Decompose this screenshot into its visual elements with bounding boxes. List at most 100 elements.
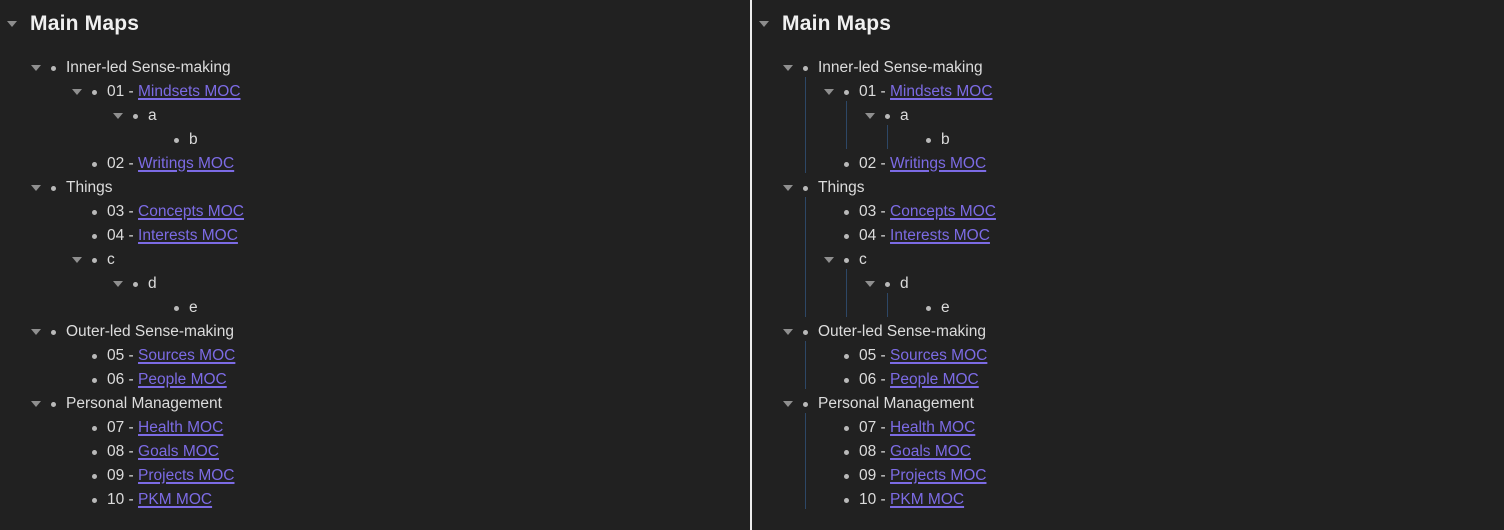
internal-link[interactable]: Concepts MOC <box>138 203 244 220</box>
collapse-arrow-icon[interactable] <box>108 272 128 296</box>
list-item[interactable]: Inner-led Sense-making <box>752 56 1504 80</box>
list-item[interactable]: b <box>0 128 750 152</box>
bullet-icon[interactable] <box>87 224 101 248</box>
collapse-arrow-icon[interactable] <box>778 392 798 416</box>
internal-link[interactable]: Health MOC <box>890 419 976 436</box>
bullet-icon[interactable] <box>839 368 853 392</box>
internal-link[interactable]: Concepts MOC <box>890 203 996 220</box>
list-item[interactable]: Personal Management <box>0 392 750 416</box>
list-item[interactable]: 10 - PKM MOC <box>0 488 750 512</box>
list-item[interactable]: d <box>0 272 750 296</box>
list-item[interactable]: 03 - Concepts MOC <box>752 200 1504 224</box>
heading-collapse-arrow-icon[interactable] <box>754 10 774 38</box>
bullet-icon[interactable] <box>921 128 935 152</box>
bullet-icon[interactable] <box>839 152 853 176</box>
bullet-icon[interactable] <box>839 344 853 368</box>
pane-divider[interactable] <box>750 0 752 530</box>
list-item[interactable]: 04 - Interests MOC <box>0 224 750 248</box>
list-item[interactable]: a <box>752 104 1504 128</box>
bullet-icon[interactable] <box>87 344 101 368</box>
bullet-icon[interactable] <box>839 488 853 512</box>
bullet-icon[interactable] <box>798 392 812 416</box>
bullet-icon[interactable] <box>169 128 183 152</box>
collapse-arrow-icon[interactable] <box>26 392 46 416</box>
list-item[interactable]: 06 - People MOC <box>0 368 750 392</box>
collapse-arrow-icon[interactable] <box>67 248 87 272</box>
internal-link[interactable]: Interests MOC <box>890 227 990 244</box>
bullet-icon[interactable] <box>46 320 60 344</box>
list-item[interactable]: 10 - PKM MOC <box>752 488 1504 512</box>
list-item[interactable]: 09 - Projects MOC <box>752 464 1504 488</box>
list-item[interactable]: 09 - Projects MOC <box>0 464 750 488</box>
bullet-icon[interactable] <box>798 320 812 344</box>
bullet-icon[interactable] <box>169 296 183 320</box>
list-item[interactable]: 05 - Sources MOC <box>0 344 750 368</box>
internal-link[interactable]: Writings MOC <box>890 155 987 172</box>
bullet-icon[interactable] <box>839 248 853 272</box>
internal-link[interactable]: Health MOC <box>138 419 224 436</box>
list-item[interactable]: 04 - Interests MOC <box>752 224 1504 248</box>
internal-link[interactable]: Projects MOC <box>890 467 987 484</box>
bullet-icon[interactable] <box>839 200 853 224</box>
list-item[interactable]: 07 - Health MOC <box>752 416 1504 440</box>
bullet-icon[interactable] <box>46 392 60 416</box>
list-item[interactable]: 02 - Writings MOC <box>0 152 750 176</box>
internal-link[interactable]: Sources MOC <box>890 347 988 364</box>
list-item[interactable]: Personal Management <box>752 392 1504 416</box>
list-item[interactable]: Things <box>0 176 750 200</box>
bullet-icon[interactable] <box>839 224 853 248</box>
collapse-arrow-icon[interactable] <box>67 80 87 104</box>
list-item[interactable]: 03 - Concepts MOC <box>0 200 750 224</box>
collapse-arrow-icon[interactable] <box>778 176 798 200</box>
bullet-icon[interactable] <box>128 272 142 296</box>
bullet-icon[interactable] <box>87 368 101 392</box>
bullet-icon[interactable] <box>880 272 894 296</box>
internal-link[interactable]: PKM MOC <box>890 491 965 508</box>
internal-link[interactable]: Mindsets MOC <box>890 83 993 100</box>
collapse-arrow-icon[interactable] <box>26 56 46 80</box>
collapse-arrow-icon[interactable] <box>108 104 128 128</box>
heading-collapse-arrow-icon[interactable] <box>2 10 22 38</box>
list-item[interactable]: e <box>0 296 750 320</box>
list-item[interactable]: e <box>752 296 1504 320</box>
bullet-icon[interactable] <box>87 80 101 104</box>
bullet-icon[interactable] <box>46 176 60 200</box>
internal-link[interactable]: Sources MOC <box>138 347 236 364</box>
bullet-icon[interactable] <box>921 296 935 320</box>
collapse-arrow-icon[interactable] <box>778 320 798 344</box>
list-item[interactable]: 05 - Sources MOC <box>752 344 1504 368</box>
internal-link[interactable]: People MOC <box>138 371 227 388</box>
bullet-icon[interactable] <box>87 464 101 488</box>
internal-link[interactable]: Writings MOC <box>138 155 235 172</box>
internal-link[interactable]: Goals MOC <box>890 443 971 460</box>
collapse-arrow-icon[interactable] <box>860 104 880 128</box>
list-item[interactable]: 08 - Goals MOC <box>0 440 750 464</box>
list-item[interactable]: Outer-led Sense-making <box>0 320 750 344</box>
list-item[interactable]: a <box>0 104 750 128</box>
list-item[interactable]: 01 - Mindsets MOC <box>0 80 750 104</box>
list-item[interactable]: 01 - Mindsets MOC <box>752 80 1504 104</box>
internal-link[interactable]: Projects MOC <box>138 467 235 484</box>
bullet-icon[interactable] <box>87 440 101 464</box>
bullet-icon[interactable] <box>87 248 101 272</box>
list-item[interactable]: 08 - Goals MOC <box>752 440 1504 464</box>
bullet-icon[interactable] <box>839 464 853 488</box>
list-item[interactable]: Inner-led Sense-making <box>0 56 750 80</box>
list-item[interactable]: b <box>752 128 1504 152</box>
bullet-icon[interactable] <box>839 440 853 464</box>
collapse-arrow-icon[interactable] <box>26 320 46 344</box>
bullet-icon[interactable] <box>798 56 812 80</box>
list-item[interactable]: 07 - Health MOC <box>0 416 750 440</box>
collapse-arrow-icon[interactable] <box>819 80 839 104</box>
bullet-icon[interactable] <box>839 416 853 440</box>
internal-link[interactable]: Goals MOC <box>138 443 219 460</box>
bullet-icon[interactable] <box>46 56 60 80</box>
bullet-icon[interactable] <box>87 152 101 176</box>
bullet-icon[interactable] <box>798 176 812 200</box>
bullet-icon[interactable] <box>839 80 853 104</box>
internal-link[interactable]: Mindsets MOC <box>138 83 241 100</box>
collapse-arrow-icon[interactable] <box>860 272 880 296</box>
collapse-arrow-icon[interactable] <box>26 176 46 200</box>
list-item[interactable]: 02 - Writings MOC <box>752 152 1504 176</box>
list-item[interactable]: c <box>752 248 1504 272</box>
